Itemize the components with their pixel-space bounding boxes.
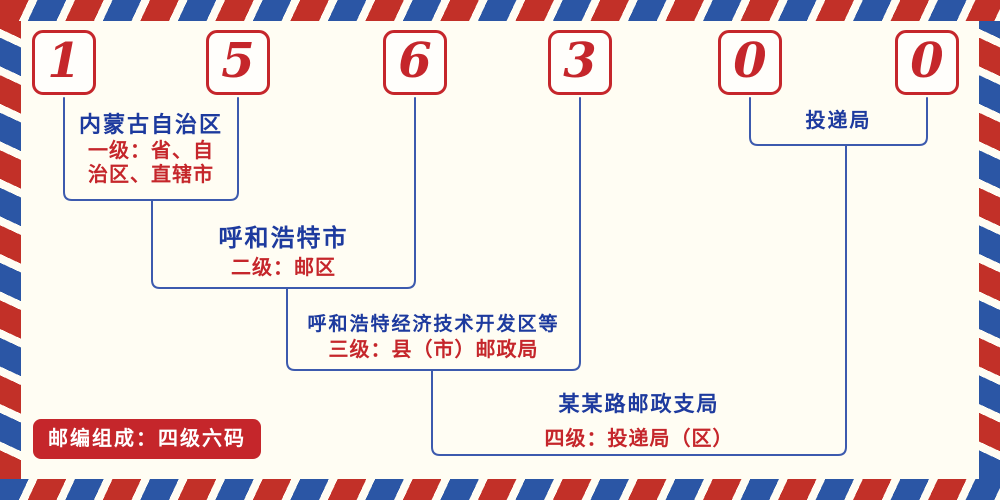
level2-name: 呼和浩特市 bbox=[218, 225, 349, 252]
delivery-name: 投递局 bbox=[805, 110, 872, 132]
digit-box-2: 5 bbox=[206, 30, 270, 95]
digit-box-6: 0 bbox=[895, 30, 959, 95]
digit-value-6: 0 bbox=[910, 32, 944, 89]
label-level3: 呼和浩特经济技术开发区等 三级：县（市）邮政局 bbox=[287, 313, 580, 363]
label-level2: 呼和浩特市 二级：邮区 bbox=[152, 224, 415, 282]
digit-box-5: 0 bbox=[718, 30, 782, 95]
airmail-border-right bbox=[979, 21, 1000, 479]
level1-desc-line1: 一级：省、自 bbox=[88, 140, 214, 162]
digit-box-4: 3 bbox=[548, 30, 612, 95]
level3-desc: 三级：县（市）邮政局 bbox=[328, 339, 539, 361]
composition-badge: 邮编组成：四级六码 bbox=[33, 419, 261, 459]
digit-value-2: 5 bbox=[221, 32, 255, 89]
level1-name: 内蒙古自治区 bbox=[78, 112, 223, 137]
airmail-border-left bbox=[0, 21, 21, 479]
bracket-level2 bbox=[151, 97, 416, 289]
bracket-level3 bbox=[286, 97, 581, 371]
level3-name: 呼和浩特经济技术开发区等 bbox=[307, 314, 560, 335]
label-level1: 内蒙古自治区 一级：省、自 治区、直辖市 bbox=[64, 111, 238, 187]
digit-value-1: 1 bbox=[47, 32, 81, 89]
digit-value-5: 0 bbox=[733, 32, 767, 89]
digit-box-1: 1 bbox=[32, 30, 96, 95]
airmail-border-top bbox=[0, 0, 1000, 21]
bracket-level4 bbox=[431, 144, 847, 456]
level4-desc: 四级：投递局（区） bbox=[544, 428, 734, 450]
digit-value-4: 3 bbox=[563, 32, 597, 89]
digit-box-3: 6 bbox=[383, 30, 447, 95]
label-delivery: 投递局 bbox=[750, 108, 927, 134]
label-level4: 某某路邮政支局 四级：投递局（区） bbox=[432, 392, 846, 452]
level2-desc: 二级：邮区 bbox=[231, 257, 336, 279]
level4-name: 某某路邮政支局 bbox=[558, 393, 720, 416]
airmail-border-bottom bbox=[0, 479, 1000, 500]
digit-value-3: 6 bbox=[398, 32, 432, 89]
bracket-delivery bbox=[749, 97, 928, 146]
level1-desc-line2: 治区、直辖市 bbox=[88, 164, 214, 186]
